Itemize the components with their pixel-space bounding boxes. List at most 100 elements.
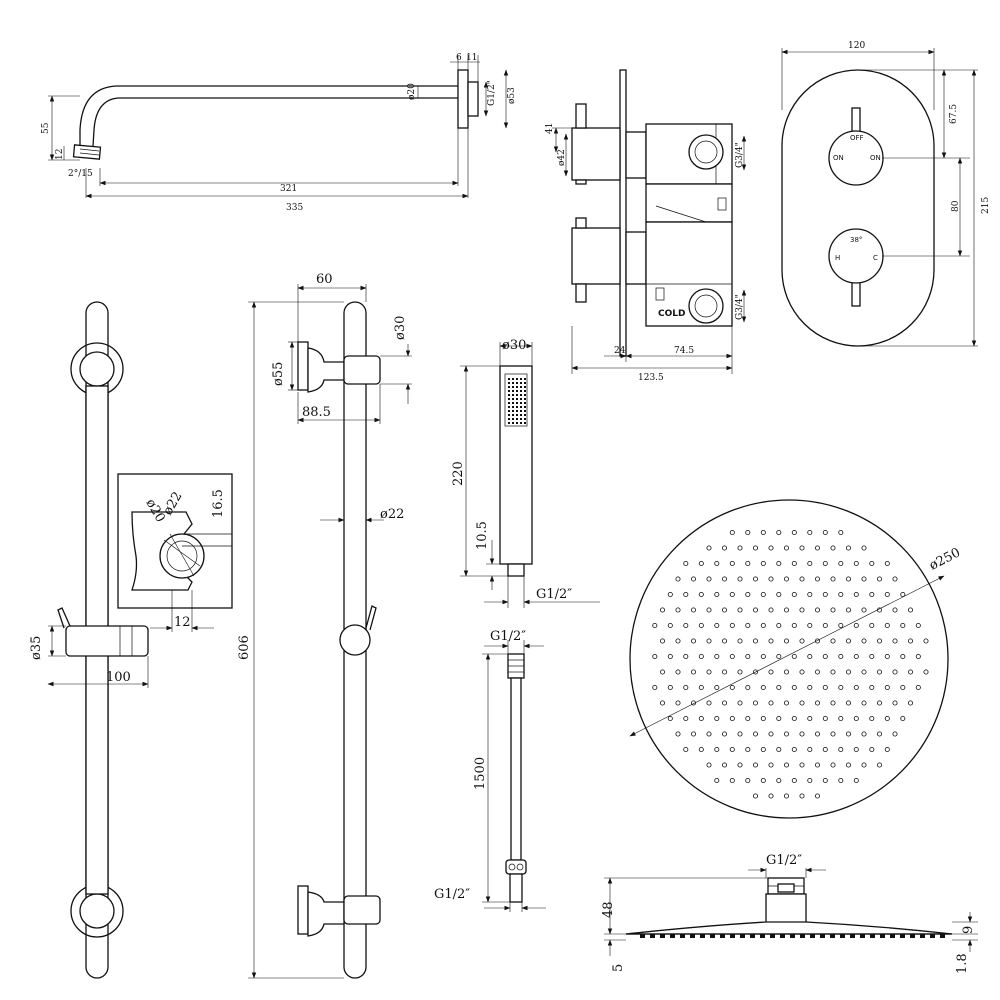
nozzle-dot (822, 778, 828, 784)
head-dim-5: 5 (611, 964, 626, 972)
arm-dim-321: 321 (280, 184, 297, 194)
spray-hole (508, 418, 510, 420)
nozzle-dot (838, 530, 844, 536)
shower-head-top-drawing: ø250 (629, 499, 963, 819)
spray-hole (516, 394, 518, 396)
head-dim-48: 48 (601, 901, 616, 918)
valve-side-drawing: 41 ø42 G3/4" G3/4" COLD 24 74.5 123.5 (545, 69, 747, 383)
nozzle-dot (745, 530, 751, 536)
nozzle-dot (853, 747, 859, 753)
spray-hole (516, 418, 518, 420)
spray-hole (512, 406, 514, 408)
spray-hole (508, 402, 510, 404)
spray-hole (508, 410, 510, 412)
upper-control-knob: OFF ON ON (828, 107, 884, 186)
plate-dim-215: 215 (981, 197, 991, 214)
plate-dim-80: 80 (951, 200, 961, 212)
handset-dim-g12: G1/2″ (536, 587, 572, 602)
arm-dim-6: 6 (456, 53, 462, 63)
side-nozzle (880, 934, 885, 938)
valve-dim-41: 41 (545, 123, 555, 134)
nozzle-dot (768, 545, 774, 551)
side-nozzle (760, 934, 765, 938)
nozzle-dot (799, 545, 805, 551)
knob-on-right-label: ON (870, 154, 881, 162)
riser-dim-dia35: ø35 (29, 636, 44, 660)
head-dim-g12: G1/2″ (766, 853, 802, 868)
side-nozzle (770, 934, 775, 938)
nozzle-dot (799, 762, 805, 768)
nozzle-dot (714, 561, 720, 567)
valve-dim-74-5: 74.5 (674, 346, 694, 356)
valve-front-drawing: OFF ON ON 38° H C 120 67.5 80 215 (781, 41, 991, 347)
spray-hole (516, 422, 518, 424)
riser-rail-front-drawing: ø35 100 (29, 301, 149, 979)
spray-hole (508, 414, 510, 416)
nozzle-dot (807, 530, 813, 536)
arm-dim-angle: 2°/15 (68, 169, 93, 179)
nozzle-dot (861, 545, 867, 551)
nozzle-dot (683, 561, 689, 567)
nozzle-dot (853, 778, 859, 784)
valve-port-bottom: G3/4" (735, 294, 745, 320)
spray-hole (520, 402, 522, 404)
side-nozzle (740, 934, 745, 938)
spray-hole (512, 418, 514, 420)
handset-spray-holes (508, 378, 526, 424)
nozzle-dot (822, 530, 828, 536)
nozzle-dot (722, 545, 728, 551)
spray-hole (508, 394, 510, 396)
spray-hole (520, 390, 522, 392)
spray-hole (524, 422, 526, 424)
spray-hole (516, 410, 518, 412)
nozzle-dot (784, 545, 790, 551)
spray-hole (516, 402, 518, 404)
spray-hole (512, 394, 514, 396)
nozzle-dot (729, 561, 735, 567)
nozzle-dot (807, 747, 813, 753)
nozzle-dot (853, 561, 859, 567)
nozzle-dot (815, 793, 821, 799)
nozzle-dot (745, 778, 751, 784)
spray-hole (516, 414, 518, 416)
side-nozzle (650, 934, 655, 938)
valve-port-top: G3/4" (735, 142, 745, 168)
spray-hole (520, 414, 522, 416)
spray-hole (524, 386, 526, 388)
spray-hole (520, 378, 522, 380)
spray-hole (516, 378, 518, 380)
side-dim-dia55: ø55 (271, 362, 286, 386)
nozzle-dot (706, 762, 712, 768)
nozzle-dot (714, 747, 720, 753)
side-nozzle (730, 934, 735, 938)
head-dim-dia250: ø250 (927, 545, 963, 573)
spray-hole (524, 418, 526, 420)
spray-hole (512, 386, 514, 388)
nozzle-dot (745, 561, 751, 567)
spray-hole (512, 414, 514, 416)
side-nozzle (670, 934, 675, 938)
knob-on-left-label: ON (833, 154, 844, 162)
hose-dim-g12-bottom: G1/2″ (434, 887, 470, 902)
spray-hole (520, 382, 522, 384)
hose-dim-1500: 1500 (473, 757, 488, 790)
spray-hole (508, 386, 510, 388)
nozzle-dot (776, 561, 782, 567)
spray-hole (516, 390, 518, 392)
arm-dim-dia20: ø20 (407, 83, 417, 100)
nozzle-dot (737, 762, 743, 768)
nozzle-dot (683, 747, 689, 753)
side-nozzle (830, 934, 835, 938)
side-dim-606: 606 (237, 635, 252, 660)
spray-hole (520, 422, 522, 424)
spray-hole (516, 382, 518, 384)
nozzle-dot (830, 545, 836, 551)
side-nozzle (870, 934, 875, 938)
side-nozzle (660, 934, 665, 938)
nozzle-dot (753, 545, 759, 551)
spray-hole (516, 398, 518, 400)
spray-hole (520, 406, 522, 408)
shower-arm-drawing: 6 11 ø20 G1/2" ø53 55 12 2°/15 321 335 (41, 53, 517, 213)
head-dim-1-8: 1.8 (955, 953, 970, 974)
arm-dim-12: 12 (55, 149, 65, 160)
